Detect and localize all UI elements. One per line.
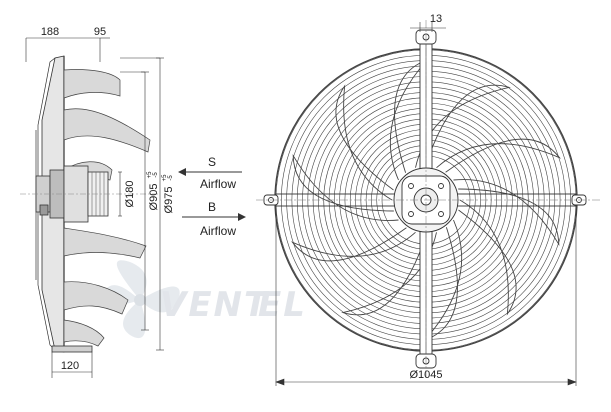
front-view-dimensions	[275, 22, 577, 386]
dim-blade-dia-tol-lower: -5	[153, 172, 159, 178]
airflow-s: S Airflow	[178, 155, 242, 191]
dim-motor-depth: 95	[94, 26, 106, 38]
dim-housing-dia-tol-lower: -5	[168, 175, 174, 181]
dim-blade-dia-tol-upper: +5	[147, 171, 153, 179]
fan-blade	[291, 227, 416, 262]
dim-outer-dia: Ø1045	[409, 369, 442, 381]
dim-blade-dia-group: Ø905 +5 -5	[147, 171, 160, 211]
arrow-left-icon	[178, 168, 186, 176]
airflow-b-label: Airflow	[200, 224, 236, 238]
fan-blade	[335, 84, 394, 201]
blades-front	[291, 59, 561, 341]
dim-blade-dia: Ø905	[148, 184, 160, 211]
dim-mount-width: 13	[430, 13, 442, 25]
airflow-s-letter: S	[208, 155, 216, 169]
dim-total-depth: 188	[41, 26, 59, 38]
airflow-b: B Airflow	[182, 200, 246, 238]
fan-blade	[292, 153, 399, 221]
fan-blade	[436, 138, 561, 173]
mounting-foot	[51, 345, 93, 353]
dim-base-depth: 120	[61, 360, 79, 372]
fan-blade	[453, 179, 560, 247]
dim-housing-dia-group: Ø975 +5 -5	[162, 174, 175, 214]
dim-housing-dia-tol-upper: +5	[162, 174, 168, 182]
side-view-dimensions	[25, 37, 164, 378]
dim-hub-dia: Ø180	[124, 181, 136, 208]
dim-housing-dia: Ø975	[163, 187, 175, 214]
airflow-b-letter: B	[208, 200, 216, 214]
front-view	[256, 20, 600, 380]
arrow-right-icon	[238, 213, 246, 221]
fan-blade	[458, 199, 517, 316]
airflow-s-label: Airflow	[200, 177, 236, 191]
side-view	[20, 55, 160, 353]
watermark-brand-b: EL	[258, 285, 307, 325]
airflow-legend: S Airflow B Airflow	[178, 155, 246, 238]
watermark-brand-a: VENT	[160, 285, 270, 325]
